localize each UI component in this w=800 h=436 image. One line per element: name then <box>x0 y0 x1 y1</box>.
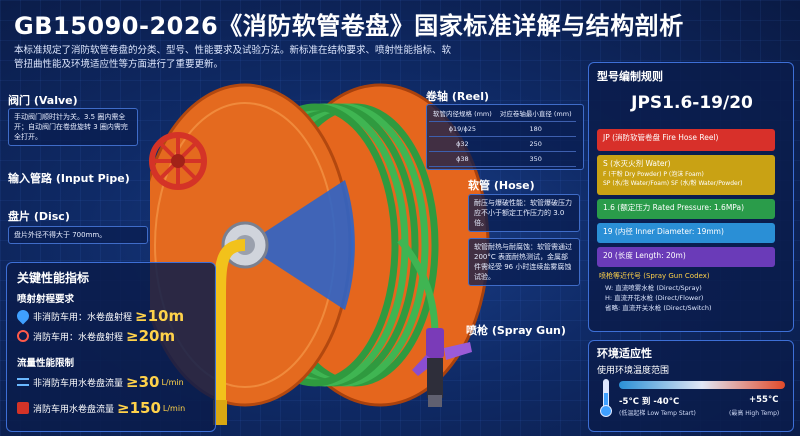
table-header: 软管内径规格 (mm) <box>429 107 496 122</box>
model-band-jp: JP (消防软管卷盘 Fire Hose Reel) <box>597 129 775 151</box>
water-drop-icon <box>14 307 32 325</box>
temperature-range-bar <box>619 381 785 389</box>
input-pipe <box>214 239 246 400</box>
list-item: W: 直流喷雾水枪 (Direct/Spray) <box>605 284 702 292</box>
model-band-s: S (水灭火剂 Water) F (干粉 Dry Powder) P (泡沫 F… <box>597 155 775 195</box>
env-title: 环境适应性 <box>597 347 652 360</box>
valve-note: 手动阀门顺时针为关。3.5 圈内需全开；自动阀门在卷盘旋转 3 圈内需完全打开。 <box>8 108 138 146</box>
disc-note: 盘片外径不得大于 700mm。 <box>8 226 148 244</box>
disc-label: 盘片 (Disc) <box>8 210 70 223</box>
env-high-note: (最高 High Temp) <box>729 410 780 417</box>
environment-panel: 环境适应性 使用环境温度范围 -5°C 到 -40°C (低温起梯 Low Te… <box>588 340 794 432</box>
hose-note-pressure: 耐压与爆破性能：软管爆破压力应不小于额定工作压力的 3.0 倍。 <box>468 194 580 232</box>
spray-section-title: 喷射射程要求 <box>17 294 75 305</box>
model-code: JPS1.6-19/20 <box>631 93 753 113</box>
disc-cutout <box>245 180 355 310</box>
model-band-diameter: 19 (内径 Inner Diameter: 19mm) <box>597 223 775 243</box>
list-item: H: 直流开花水枪 (Direct/Flower) <box>605 294 704 302</box>
performance-title: 关键性能指标 <box>17 271 90 285</box>
gun-codes-title: 喷枪等近代号 (Spray Gun Codex) <box>599 272 710 280</box>
valve-label: 阀门 (Valve) <box>8 94 78 107</box>
spray-row-vehicle: 消防车用：水卷盘射程≥20m <box>17 327 175 345</box>
env-low-temp: -5°C 到 -40°C <box>619 397 680 407</box>
gun-codes-list: W: 直流喷雾水枪 (Direct/Spray) H: 直流开花水枪 (Dire… <box>605 283 712 313</box>
valve-wheel-icon <box>149 132 207 190</box>
flow-waves-icon <box>17 378 29 386</box>
list-item: 省略: 直流开关水枪 (Direct/Switch) <box>605 304 712 312</box>
model-band-length: 20 (长度 Length: 20m) <box>597 247 775 267</box>
thermometer-icon <box>599 379 613 419</box>
model-band-pressure: 1.6 (额定压力 Rated Pressure: 1.6MPa) <box>597 199 775 219</box>
table-header: 对应卷轴最小直径 (mm) <box>495 107 576 122</box>
env-high-temp: +55°C <box>749 395 779 405</box>
flow-section-title: 流量性能限制 <box>17 358 75 369</box>
hose-outlet <box>397 237 439 336</box>
spray-row-non-vehicle: 非消防车用：水卷盘射程≥10m <box>14 307 184 325</box>
performance-panel: 关键性能指标 喷射射程要求 非消防车用：水卷盘射程≥10m 消防车用：水卷盘射程… <box>6 262 216 432</box>
faucet-icon <box>17 402 29 414</box>
model-title: 型号编制规则 <box>597 70 663 83</box>
hose-note-heat: 软管耐热与耐腐蚀：软管需通过 200°C 表面耐热测试，金属部件需经受 96 小… <box>468 238 580 286</box>
env-subtitle: 使用环境温度范围 <box>597 366 670 376</box>
reel-label: 卷轴 (Reel) <box>426 90 490 103</box>
input-pipe-label: 输入管路 (Input Pipe) <box>8 172 130 185</box>
env-low-note: (低温起梯 Low Temp Start) <box>619 410 696 417</box>
spray-gun-icon <box>412 328 472 407</box>
page-title: GB15090-2026《消防软管卷盘》国家标准详解与结构剖析 <box>14 12 684 40</box>
target-icon <box>17 330 29 342</box>
hose-label: 软管 (Hose) <box>468 179 535 192</box>
model-code-panel: 型号编制规则 JPS1.6-19/20 JP (消防软管卷盘 Fire Hose… <box>588 62 794 332</box>
spray-gun-label: 喷枪 (Spray Gun) <box>466 324 566 337</box>
intro-text: 本标准规定了消防软管卷盘的分类、型号、性能要求及试验方法。新标准在结构要求、喷射… <box>14 45 452 70</box>
